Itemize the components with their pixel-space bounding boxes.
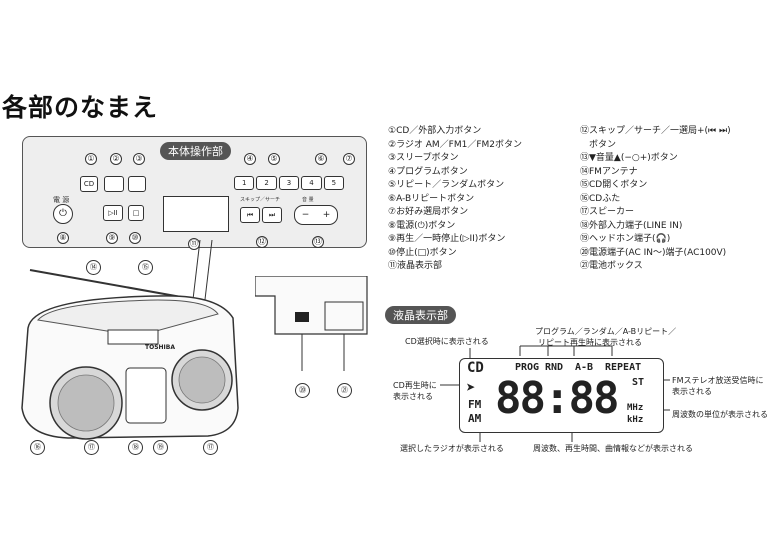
preset-button-5: 5 xyxy=(323,176,345,190)
legend-item: ⑥A-Bリピートボタン xyxy=(388,193,475,204)
callout-4: ④ xyxy=(244,153,256,165)
lcd-rnd-indicator: RND xyxy=(545,362,564,373)
annotation-prog-2: リピート再生時に表示される xyxy=(538,338,642,347)
legend-item: ⑲ヘッドホン端子(🎧) xyxy=(580,234,671,244)
rear-detail xyxy=(255,276,368,371)
legend-item: ②ラジオ AM／FM1／FM2ボタン xyxy=(388,139,523,150)
annotation-radio: 選択したラジオが表示される xyxy=(400,444,504,453)
volume-minus-icon: − xyxy=(301,210,310,220)
lcd-repeat-indicator: REPEAT xyxy=(605,362,642,373)
callout-9: ⑨ xyxy=(106,232,118,244)
callout-3: ③ xyxy=(133,153,145,165)
legend-item: ⑮CD開くボタン xyxy=(580,180,648,190)
legend-right: ⑫スキップ／サーチ／一選局+(⏮ ⏭) ボタン ⑬▼音量▲(−○+)ボタン ⑭F… xyxy=(580,125,731,274)
lcd-cd-indicator: CD xyxy=(467,360,484,376)
lcd-fm-indicator: FM xyxy=(468,398,482,411)
power-button: ⏻ xyxy=(53,204,73,224)
legend-item: ボタン xyxy=(580,139,617,150)
annotation-cd-play: CD再生時に xyxy=(393,381,437,390)
callout-16: ⑯ xyxy=(30,440,45,455)
play-arrow-icon: ➤ xyxy=(466,378,476,397)
legend-item: ⑳電源端子(AC IN〜)端子(AC100V) xyxy=(580,247,727,258)
annotation-fm-stereo-2: 表示される xyxy=(672,387,712,396)
legend-item: ㉑電池ボックス xyxy=(580,261,643,271)
volume-label: 音 量 xyxy=(302,197,314,203)
callout-8: ⑧ xyxy=(57,232,69,244)
skip-forward-button: ⏭ xyxy=(262,207,282,223)
callout-10: ⑩ xyxy=(129,232,141,244)
lcd-khz-indicator: kHz xyxy=(627,415,644,425)
legend-item: ⑦お好み選局ボタン xyxy=(388,207,469,217)
legend-item: ⑯CDふた xyxy=(580,193,621,204)
preset-button-4: 4 xyxy=(301,176,322,190)
annotation-prog: プログラム／ランダム／A-Bリピート／ xyxy=(535,327,677,336)
panel-label: 本体操作部 xyxy=(160,142,231,160)
volume-rocker: − + xyxy=(294,205,338,225)
callout-2: ② xyxy=(110,153,122,165)
legend-item: ⑩停止(□)ボタン xyxy=(388,247,457,258)
lcd-am-indicator: AM xyxy=(468,412,482,425)
annotation-cd-play-2: 表示される xyxy=(393,392,433,401)
legend-item: ⑨再生／一時停止(▷II)ボタン xyxy=(388,234,506,244)
preset-button-1: 1 xyxy=(234,176,255,190)
stop-button: □ xyxy=(128,205,144,221)
callout-7: ⑦ xyxy=(343,153,355,165)
callout-20: ⑳ xyxy=(295,383,310,398)
annotation-fm-stereo: FMステレオ放送受信時に xyxy=(672,376,764,385)
preset-button-3: 3 xyxy=(278,176,300,190)
legend-item: ⑬▼音量▲(−○+)ボタン xyxy=(580,153,678,163)
legend-item: ⑱外部入力端子(LINE IN) xyxy=(580,220,683,231)
page-title: 各部のなまえ xyxy=(2,93,159,122)
panel-pointer-line xyxy=(191,240,213,309)
legend-item: ⑫スキップ／サーチ／一選局+(⏮ ⏭) xyxy=(580,126,731,136)
legend-left: ①CD／外部入力ボタン ②ラジオ AM／FM1／FM2ボタン ③スリープボタン … xyxy=(388,125,522,274)
lcd-mhz-indicator: MHz xyxy=(627,403,644,413)
volume-plus-icon: + xyxy=(322,210,331,220)
callout-19: ⑲ xyxy=(153,440,168,455)
callout-21: ㉑ xyxy=(337,383,352,398)
cd-button: CD xyxy=(80,176,98,192)
radio-button xyxy=(104,176,124,192)
legend-item: ①CD／外部入力ボタン xyxy=(388,126,482,136)
skip-back-button: ⏮ xyxy=(240,207,260,223)
lcd-prog-indicator: PROG xyxy=(515,362,540,373)
preset-buttons: 1 2 3 4 5 xyxy=(234,176,345,190)
annotation-cd-select: CD選択時に表示される xyxy=(405,337,489,346)
legend-item: ⑤リピート／ランダムボタン xyxy=(388,180,505,190)
lcd-ab-indicator: A-B xyxy=(575,362,594,373)
legend-item: ⑧電源(⏻)ボタン xyxy=(388,220,456,231)
callout-14: ⑭ xyxy=(86,260,101,275)
preset-button-2: 2 xyxy=(256,176,277,190)
boombox-illustration xyxy=(21,269,239,440)
brand-logo: TOSHIBA xyxy=(145,344,175,351)
legend-item: ⑪液晶表示部 xyxy=(388,261,443,271)
callout-12: ⑫ xyxy=(256,236,268,248)
panel-lcd xyxy=(163,196,229,232)
callout-15: ⑮ xyxy=(138,260,153,275)
play-pause-button: ▷II xyxy=(103,205,123,221)
skip-label: スキップ／サーチ xyxy=(240,197,281,203)
callout-6: ⑥ xyxy=(315,153,327,165)
legend-item: ③スリープボタン xyxy=(388,153,459,163)
annotation-freq: 周波数、再生時間、曲情報などが表示される xyxy=(533,444,693,453)
annotation-freq-unit: 周波数の単位が表示される xyxy=(672,410,768,419)
lcd-section-label: 液晶表示部 xyxy=(385,306,456,324)
lcd-digits: 88:88 xyxy=(495,373,619,424)
legend-item: ⑭FMアンテナ xyxy=(580,166,638,177)
legend-item: ⑰スピーカー xyxy=(580,207,635,217)
callout-17a: ⑰ xyxy=(84,440,99,455)
lcd-display-diagram xyxy=(459,358,664,433)
power-label: 電 源 xyxy=(53,196,70,204)
callout-1: ① xyxy=(85,153,97,165)
sleep-button xyxy=(128,176,146,192)
callout-13: ⑬ xyxy=(312,236,324,248)
legend-item: ④プログラムボタン xyxy=(388,166,468,177)
callout-18: ⑱ xyxy=(128,440,143,455)
lcd-st-indicator: ST xyxy=(632,377,645,388)
callout-5: ⑤ xyxy=(268,153,280,165)
callout-17b: ⑰ xyxy=(203,440,218,455)
